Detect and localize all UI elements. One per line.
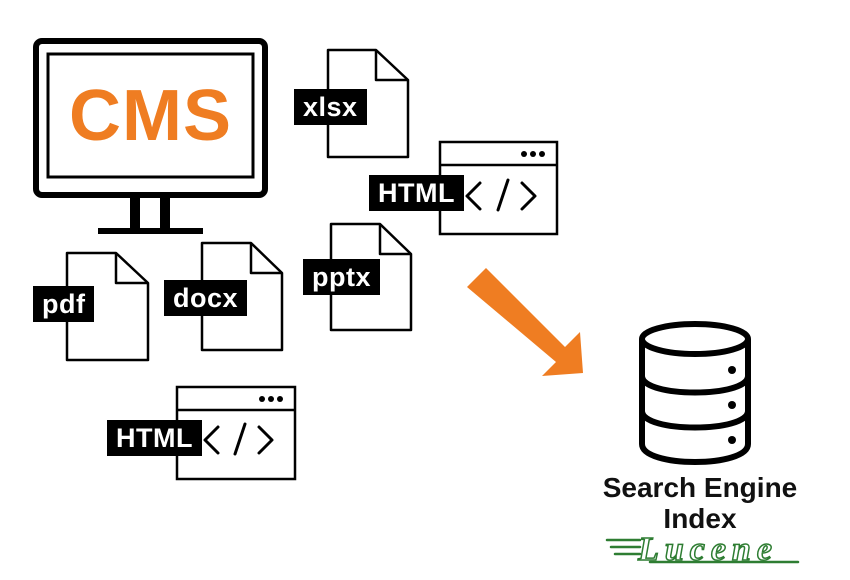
database-icon — [639, 321, 751, 465]
index-title-line2: Index — [663, 503, 737, 534]
lucene-logo: Lucene — [637, 531, 778, 568]
pdf-label: pdf — [33, 286, 95, 322]
html-label-upper: HTML — [369, 175, 464, 211]
monitor-icon — [33, 38, 268, 234]
xlsx-file-icon — [326, 48, 410, 159]
xlsx-label: xlsx — [294, 89, 367, 125]
index-title: Search Engine Index — [570, 472, 830, 534]
html-label-lower: HTML — [107, 420, 202, 456]
lucene-speed-lines — [605, 538, 800, 564]
cms-label: CMS — [69, 76, 232, 156]
index-arrow-icon — [467, 268, 583, 376]
pptx-label: pptx — [303, 259, 380, 295]
pdf-file-icon — [65, 251, 150, 362]
index-title-line1: Search Engine — [602, 472, 798, 503]
docx-label: docx — [164, 280, 248, 316]
